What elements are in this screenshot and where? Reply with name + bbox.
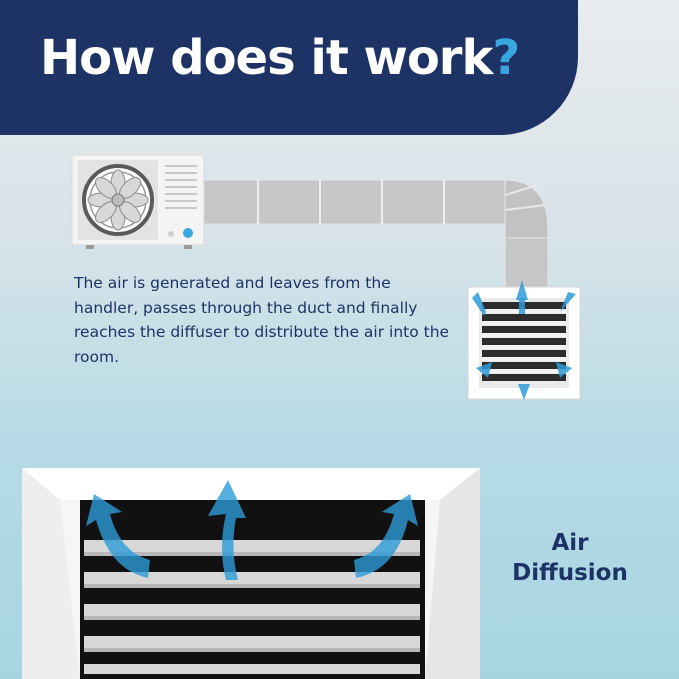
title-text: How does it work <box>40 30 493 86</box>
air-diffusion-line1: Air <box>551 530 589 556</box>
small-airflow-arrows <box>472 280 576 400</box>
page-title: How does it work? <box>40 30 520 86</box>
ac-unit-icon <box>71 154 205 249</box>
air-diffusion-label: Air Diffusion <box>490 528 650 588</box>
large-diffuser <box>22 468 480 679</box>
description-text: The air is generated and leaves from the… <box>74 274 450 366</box>
air-diffusion-line2: Diffusion <box>512 560 628 586</box>
title-question-mark: ? <box>492 30 520 86</box>
fan-icon <box>82 164 154 236</box>
diffuser-icon <box>467 280 581 400</box>
airflow-arrow-icon <box>86 480 418 580</box>
duct-icon <box>194 179 549 291</box>
header-banner: How does it work? <box>0 0 578 135</box>
